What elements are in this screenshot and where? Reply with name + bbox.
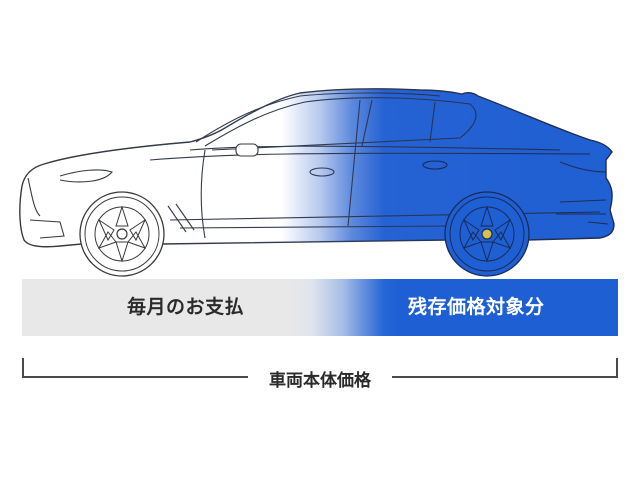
side-mirror [235,143,259,157]
bracket-line-right [392,358,618,378]
residual-value-label: 残存価格対象分 [408,296,545,318]
monthly-payment-label: 毎月のお支払 [127,296,245,318]
car-illustration [19,88,615,277]
door-handle-rear [422,160,448,170]
bracket-line-left [22,358,248,378]
payment-breakdown-bar: 毎月のお支払 残存価格対象分 [22,279,618,336]
rear-wheel [444,191,530,277]
front-wheel [79,191,165,277]
door-handle-front [309,167,335,177]
vehicle-price-label: 車両本体価格 [269,371,371,391]
car-detail-lines [27,92,609,239]
total-price-bracket: 車両本体価格 [22,358,618,391]
